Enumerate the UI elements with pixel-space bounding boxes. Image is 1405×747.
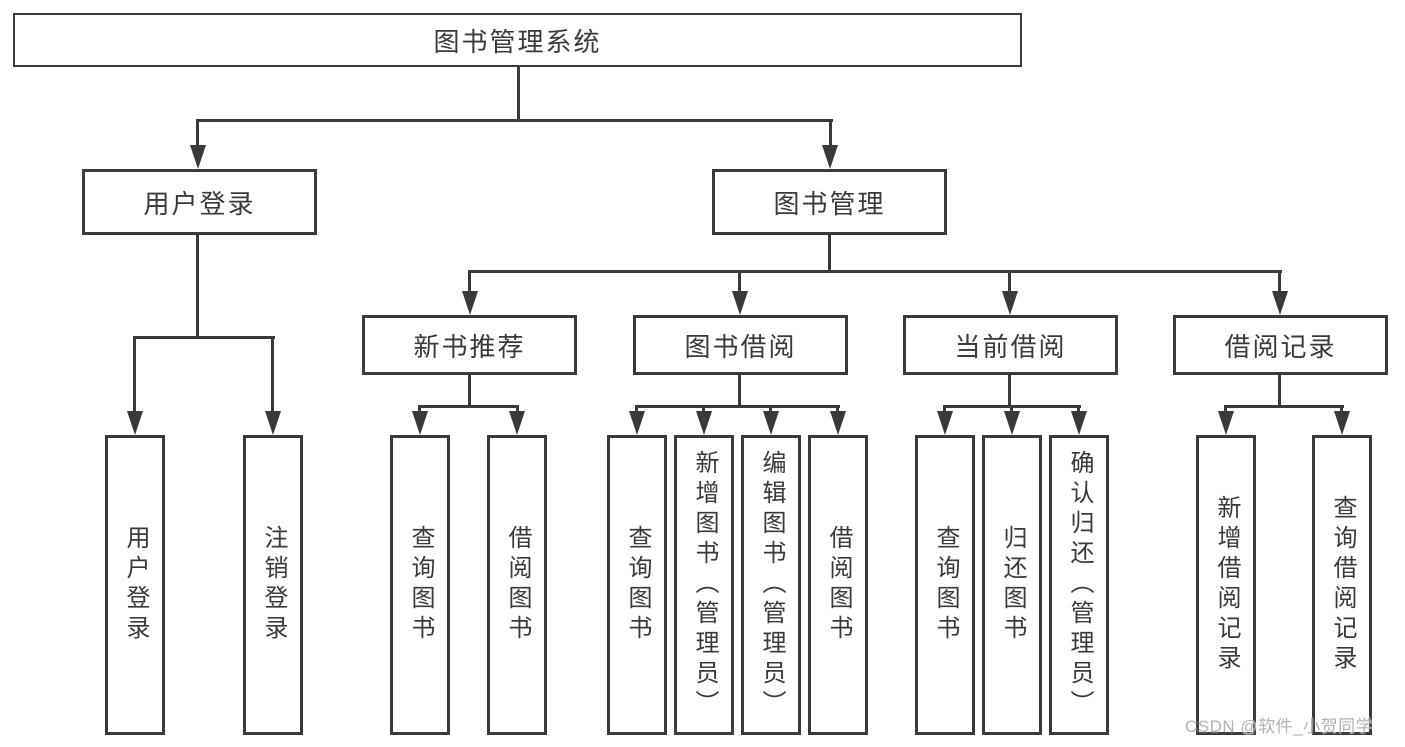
node-label: 图书管理 xyxy=(773,188,886,219)
leaf-label: 查询借阅记录 xyxy=(1329,495,1356,675)
connector-line xyxy=(1008,373,1011,408)
leaf-return-books: 归还图书 xyxy=(982,435,1042,735)
leaf-query-books-current: 查询图书 xyxy=(915,435,975,735)
leaf-borrow-books-borrowing: 借阅图书 xyxy=(808,435,868,735)
leaf-user-login: 用户登录 xyxy=(105,435,165,735)
node-user-login: 用户登录 xyxy=(82,169,317,235)
connector-line xyxy=(516,405,519,415)
arrowhead-down xyxy=(732,291,748,315)
node-book-borrowing: 图书借阅 xyxy=(633,315,848,375)
connector-line xyxy=(1224,405,1344,408)
leaf-label: 借阅图书 xyxy=(504,525,531,645)
arrowhead-down xyxy=(127,411,143,435)
leaf-logout: 注销登录 xyxy=(243,435,303,735)
connector-line xyxy=(769,405,772,415)
arrowhead-down xyxy=(1218,411,1234,435)
connector-line xyxy=(836,405,839,415)
leaf-label: 确认归还（管理员） xyxy=(1066,450,1093,720)
arrowhead-down xyxy=(265,411,281,435)
connector-line xyxy=(738,373,741,408)
leaf-label: 归还图书 xyxy=(999,525,1026,645)
connector-line xyxy=(702,405,705,415)
connector-line xyxy=(418,405,421,415)
arrowhead-down xyxy=(696,411,712,435)
connector-line xyxy=(196,119,833,122)
csdn-watermark: CSDN @软件_小贺同学 xyxy=(1185,717,1374,736)
connector-line xyxy=(418,405,519,408)
connector-line xyxy=(517,65,520,122)
arrowhead-down xyxy=(1334,411,1350,435)
connector-line xyxy=(468,270,1282,273)
connector-line xyxy=(271,336,274,413)
leaf-label: 查询图书 xyxy=(932,525,959,645)
leaf-label: 注销登录 xyxy=(260,525,287,645)
arrowhead-down xyxy=(412,411,428,435)
leaf-label: 用户登录 xyxy=(122,525,149,645)
leaf-edit-books-admin: 编辑图书（管理员） xyxy=(741,435,801,735)
connector-line xyxy=(1340,405,1343,415)
connector-line xyxy=(1077,405,1080,415)
node-new-book-recommend: 新书推荐 xyxy=(362,315,577,375)
arrowhead-down xyxy=(190,145,206,169)
arrowhead-down xyxy=(1002,291,1018,315)
connector-line xyxy=(1010,405,1013,415)
connector-line xyxy=(943,405,946,415)
arrowhead-down xyxy=(509,411,525,435)
leaf-label: 新增图书（管理员） xyxy=(691,450,718,720)
connector-line xyxy=(468,373,471,408)
connector-line xyxy=(635,405,638,415)
connector-line xyxy=(635,405,840,408)
arrowhead-down xyxy=(830,411,846,435)
arrowhead-down xyxy=(462,291,478,315)
node-label: 图书管理系统 xyxy=(433,26,602,57)
node-book-management: 图书管理 xyxy=(712,169,947,235)
arrowhead-down xyxy=(1272,291,1288,315)
arrowhead-down xyxy=(1004,411,1020,435)
connector-line xyxy=(196,119,199,150)
connector-line xyxy=(738,270,741,293)
leaf-label: 查询图书 xyxy=(407,525,434,645)
connector-line xyxy=(1278,270,1281,293)
connector-line xyxy=(1008,270,1011,293)
connector-line xyxy=(468,270,471,293)
leaf-add-borrow-record: 新增借阅记录 xyxy=(1196,435,1256,735)
node-label: 新书推荐 xyxy=(413,331,526,362)
leaf-query-borrow-record: 查询借阅记录 xyxy=(1312,435,1372,735)
leaf-label: 编辑图书（管理员） xyxy=(758,450,785,720)
leaf-add-books-admin: 新增图书（管理员） xyxy=(674,435,734,735)
node-label: 当前借阅 xyxy=(954,331,1067,362)
leaf-borrow-books-newbook: 借阅图书 xyxy=(487,435,547,735)
node-label: 用户登录 xyxy=(143,188,256,219)
connector-line xyxy=(133,336,275,339)
arrowhead-down xyxy=(629,411,645,435)
leaf-label: 借阅图书 xyxy=(825,525,852,645)
leaf-confirm-return-admin: 确认归还（管理员） xyxy=(1049,435,1109,735)
leaf-query-books-newbook: 查询图书 xyxy=(390,435,450,735)
connector-line xyxy=(133,336,136,413)
node-label: 图书借阅 xyxy=(684,331,797,362)
connector-line xyxy=(1224,405,1227,415)
connector-line xyxy=(1278,373,1281,408)
arrowhead-down xyxy=(822,145,838,169)
connector-line xyxy=(829,119,832,150)
connector-line xyxy=(196,233,199,339)
connector-line xyxy=(828,233,831,273)
leaf-label: 查询图书 xyxy=(624,525,651,645)
leaf-label: 新增借阅记录 xyxy=(1213,495,1240,675)
node-library-system: 图书管理系统 xyxy=(13,13,1022,67)
node-current-borrowing: 当前借阅 xyxy=(903,315,1118,375)
arrowhead-down xyxy=(763,411,779,435)
node-borrowing-records: 借阅记录 xyxy=(1173,315,1388,375)
leaf-query-books-borrowing: 查询图书 xyxy=(607,435,667,735)
node-label: 借阅记录 xyxy=(1224,331,1337,362)
arrowhead-down xyxy=(1071,411,1087,435)
arrowhead-down xyxy=(937,411,953,435)
